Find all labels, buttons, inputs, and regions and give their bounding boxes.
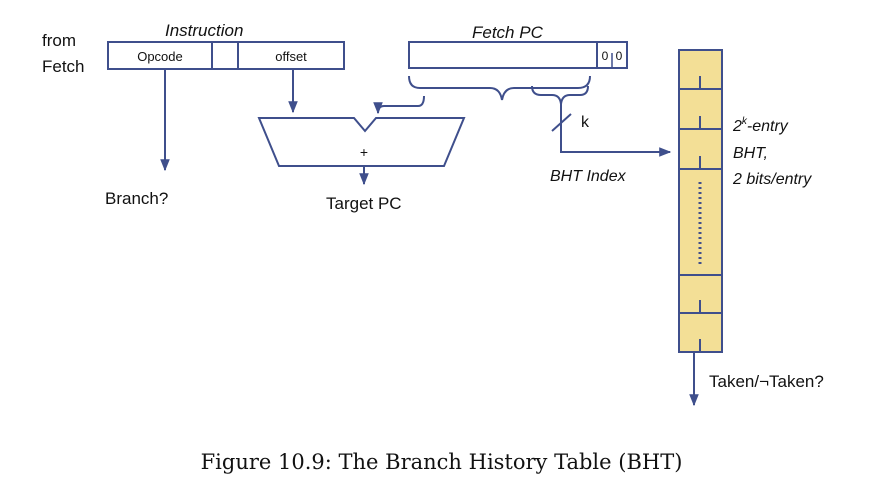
from-label-line2: Fetch [42, 57, 85, 76]
offset-label: offset [275, 49, 307, 64]
adder [257, 117, 466, 167]
fetch-pc-low-bit-b: 0 [616, 49, 623, 63]
fetch-pc-register [408, 41, 628, 69]
bht-desc-line1: 2k-entry [732, 116, 789, 135]
bht-desc-line3: 2 bits/entry [732, 171, 812, 188]
fetch-pc-low-bit-a: 0 [602, 49, 609, 63]
from-label-line1: from [42, 31, 76, 50]
instruction-title: Instruction [165, 21, 243, 40]
bht-desc-sup: k [742, 116, 748, 127]
opcode-label: Opcode [137, 49, 183, 64]
fetch-pc-brace [408, 75, 591, 101]
figure-caption: Figure 10.9: The Branch History Table (B… [200, 450, 683, 474]
bht-table [678, 49, 723, 353]
offset-field [237, 41, 345, 70]
opcode-field [107, 41, 213, 70]
branch-label: Branch? [105, 189, 168, 208]
fetch-pc-upper-bits [408, 41, 598, 69]
bht-desc-base: 2 [732, 118, 742, 135]
target-pc-label: Target PC [326, 194, 402, 213]
spare-field [211, 41, 239, 70]
bht-desc-line2: BHT, [733, 145, 768, 162]
instruction-register [107, 41, 345, 70]
bht-index-label: BHT Index [550, 168, 627, 185]
fetch-pc-title: Fetch PC [472, 23, 544, 42]
index-width-label: k [581, 114, 590, 131]
bht-desc-rest: -entry [747, 118, 789, 135]
fetch-pc-adder-connector [373, 95, 425, 115]
index-path [560, 104, 672, 157]
taken-label: Taken/¬Taken? [709, 372, 824, 391]
index-width-slash [551, 113, 572, 132]
adder-symbol: + [360, 144, 368, 160]
